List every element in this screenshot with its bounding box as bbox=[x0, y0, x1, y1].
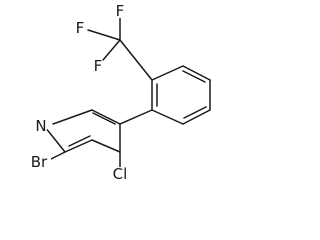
bond-b5-b6 bbox=[151, 65, 184, 81]
bond-b4-b5-inner bbox=[182, 70, 206, 83]
atom-label-fluorine-left: F bbox=[76, 19, 85, 37]
bond-b2-b3-inner bbox=[183, 106, 207, 119]
bond-c2-c3-inner bbox=[68, 135, 91, 147]
atom-label-nitrogen: N bbox=[35, 117, 46, 135]
bond-cf3-f3 bbox=[102, 39, 121, 61]
bond-c2-c3 bbox=[64, 139, 93, 153]
bond-c3-c4 bbox=[91, 139, 121, 153]
atom-label-bromine: Br bbox=[31, 153, 48, 171]
atom-label-fluorine-top: F bbox=[116, 2, 125, 20]
atom-label-chlorine: Cl bbox=[113, 165, 128, 183]
bond-c6-n bbox=[52, 109, 93, 125]
bond-n-c2 bbox=[44, 126, 66, 153]
bond-b4-b5 bbox=[182, 65, 211, 81]
bond-b6-cf3 bbox=[119, 39, 153, 81]
bond-lines bbox=[44, 13, 211, 169]
bond-c5-c6 bbox=[91, 109, 121, 125]
bond-b1-b2 bbox=[151, 109, 184, 125]
bond-cf3-f2 bbox=[87, 29, 121, 41]
bond-c5-aryl bbox=[119, 109, 153, 125]
atom-label-fluorine-bottom: F bbox=[94, 57, 103, 75]
bond-c5-c6-inner bbox=[92, 112, 116, 125]
molecule-structure-diagram: N Br Cl F F F bbox=[27, 2, 211, 183]
atom-labels: N Br Cl F F F bbox=[27, 2, 132, 183]
bond-b2-b3 bbox=[182, 109, 211, 125]
